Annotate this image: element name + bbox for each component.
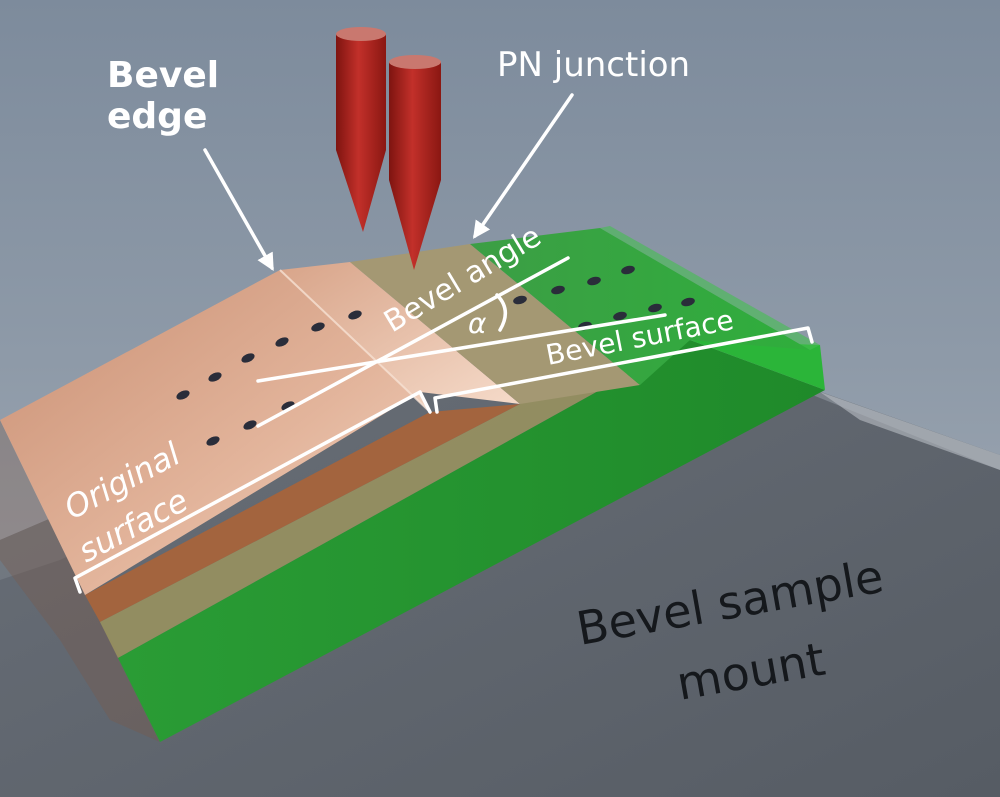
- probe-marks: [176, 265, 695, 446]
- label-bevel-edge-line1: Bevel: [107, 55, 219, 96]
- pn-junction-arrow: [473, 93, 574, 239]
- angle-arc: [495, 293, 507, 332]
- original-surface-bracket: [73, 390, 432, 594]
- original-surface-face: [0, 270, 420, 595]
- probe-tip-right: [389, 55, 441, 270]
- bevel-surface-junction-band: [350, 244, 640, 404]
- bevel-surface-bracket: [433, 326, 814, 414]
- label-alpha: α: [468, 307, 487, 340]
- bevel-surface-line: [256, 256, 570, 428]
- bevel-surface-p-region: [280, 262, 520, 412]
- original-surface-extension-line: [256, 313, 667, 383]
- sample-block: [0, 226, 825, 742]
- bevel-edge-arrow: [203, 148, 274, 272]
- annotation-lines: [73, 93, 814, 594]
- front-face-junction-layer: [100, 340, 690, 658]
- front-face-p-layer: [85, 404, 520, 622]
- bevel-surface-n-region: [470, 228, 810, 385]
- label-bevel-edge-line2: edge: [107, 96, 207, 137]
- front-face-n-layer: [118, 340, 825, 742]
- label-pn-junction: PN junction: [497, 45, 690, 85]
- probe-tip-left: [336, 27, 386, 232]
